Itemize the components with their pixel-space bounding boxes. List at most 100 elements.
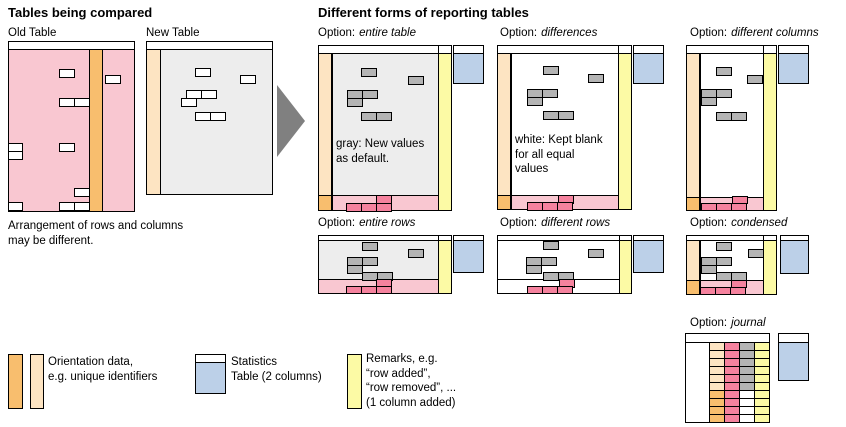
- value-cell-marker: [74, 98, 90, 107]
- modified-row-cell: [715, 287, 731, 295]
- option-label-differences: Option:differences: [500, 27, 598, 39]
- journal-cell: [739, 414, 755, 423]
- value-cell-marker: [59, 98, 75, 107]
- changed-cell-marker: [542, 89, 558, 98]
- changed-cell-marker: [701, 265, 717, 274]
- changed-cell-marker: [747, 75, 763, 84]
- option-label-entire-rows: Option:entire rows: [318, 217, 416, 229]
- changed-cell-marker: [716, 272, 732, 281]
- value-cell-marker: [59, 143, 75, 152]
- legend-orientation-label: Orientation data, e.g. unique identifier…: [48, 356, 158, 383]
- note-text: gray: New values as default.: [336, 138, 425, 165]
- option-table-different-rows: [497, 235, 664, 294]
- changed-cell-marker: [526, 265, 542, 274]
- stats-table-body: [633, 240, 664, 273]
- value-cell-marker: [59, 202, 75, 211]
- option-label-different-columns: Option:different columns: [690, 27, 819, 39]
- changed-cell-marker: [362, 242, 378, 251]
- changed-cell-marker: [588, 74, 604, 83]
- section-title-reporting: Different forms of reporting tables: [318, 5, 529, 20]
- changed-cell-marker: [361, 112, 377, 121]
- modified-row-cell: [701, 203, 717, 211]
- changed-cell-marker: [376, 112, 392, 121]
- changed-cell-marker: [748, 249, 764, 258]
- orientation-column-added: [686, 197, 700, 211]
- changed-cell-marker: [731, 112, 747, 121]
- section-title-compared: Tables being compared: [8, 5, 153, 20]
- orientation-column-added: [497, 195, 511, 210]
- changed-cell-marker: [347, 265, 363, 274]
- changed-cell-marker: [527, 97, 543, 106]
- stats-table-body: [453, 53, 484, 84]
- stats-table-body: [778, 53, 809, 84]
- modified-row-cell: [731, 203, 747, 211]
- changed-cell-marker: [408, 76, 424, 85]
- modified-row-cell: [557, 202, 573, 211]
- option-table-condensed: [686, 235, 809, 295]
- legend-statistics-swatch: [195, 362, 226, 394]
- modified-row-cell: [527, 202, 543, 211]
- legend-remarks-swatch: [347, 354, 362, 409]
- modified-row-cell: [346, 286, 362, 294]
- option-label-different-rows: Option:different rows: [500, 217, 611, 229]
- stats-table-body: [633, 53, 664, 84]
- option-table-journal: [685, 333, 809, 423]
- modified-row-cell: [716, 203, 732, 211]
- remarks-column: [438, 240, 452, 294]
- remarks-column: [619, 240, 632, 294]
- option-table-different-columns: [686, 45, 809, 211]
- modified-row-cell: [700, 287, 716, 295]
- old-table-graphic: [8, 41, 135, 212]
- changed-cell-marker: [716, 242, 732, 251]
- modified-row-cell: [542, 286, 558, 294]
- changed-cell-marker: [716, 257, 732, 266]
- value-cell-marker: [210, 112, 226, 121]
- changed-cell-marker: [701, 97, 717, 106]
- changed-cell-marker: [408, 249, 424, 258]
- stats-table-body: [780, 240, 809, 274]
- note-text: white: Kept blank for all equal values: [515, 134, 603, 175]
- changed-cell-marker: [543, 66, 559, 75]
- changed-cell-marker: [543, 272, 559, 281]
- changed-cell-marker: [716, 112, 732, 121]
- changed-cell-marker: [716, 67, 732, 76]
- remarks-column: [763, 53, 777, 211]
- changed-cell-marker: [541, 257, 557, 266]
- journal-cell: [754, 414, 770, 423]
- value-cell-marker: [195, 112, 211, 121]
- journal-cell: [724, 414, 740, 423]
- table-body: [332, 53, 439, 196]
- orientation-column: [89, 49, 103, 212]
- remarks-column: [618, 53, 632, 210]
- legend-orientation-swatch-light: [30, 354, 44, 409]
- orientation-column: [146, 49, 161, 195]
- value-cell-marker: [105, 75, 121, 84]
- option-table-differences: white: Kept blank for all equal values: [497, 45, 664, 211]
- value-cell-marker: [59, 69, 75, 78]
- modified-row-cell: [346, 203, 362, 212]
- modified-row-cell: [527, 286, 543, 294]
- value-cell-marker: [201, 90, 217, 99]
- new-table-graphic: [146, 41, 273, 195]
- modified-row-cell: [361, 286, 377, 294]
- table-body: [511, 53, 619, 196]
- stats-table-body: [778, 342, 809, 381]
- table-body: [160, 49, 273, 195]
- value-cell-marker: [195, 68, 211, 77]
- value-cell-marker: [240, 75, 256, 84]
- legend-orientation-swatch-dark: [8, 354, 23, 409]
- stats-table-body: [453, 240, 484, 273]
- journal-cell: [709, 414, 725, 423]
- arrangement-caption: Arrangement of rows and columns may be d…: [8, 220, 184, 247]
- orientation-column: [686, 53, 700, 198]
- arrow-right-icon: [277, 85, 305, 157]
- changed-cell-marker: [361, 68, 377, 77]
- orientation-column-added: [318, 195, 332, 211]
- legend-remarks-label: Remarks, e.g. “row added”, “row removed”…: [366, 353, 457, 409]
- changed-cell-marker: [543, 241, 559, 250]
- orientation-column: [497, 53, 511, 196]
- journal-grid: [685, 333, 770, 423]
- modified-row-cell: [376, 286, 392, 294]
- value-cell-marker: [181, 98, 197, 107]
